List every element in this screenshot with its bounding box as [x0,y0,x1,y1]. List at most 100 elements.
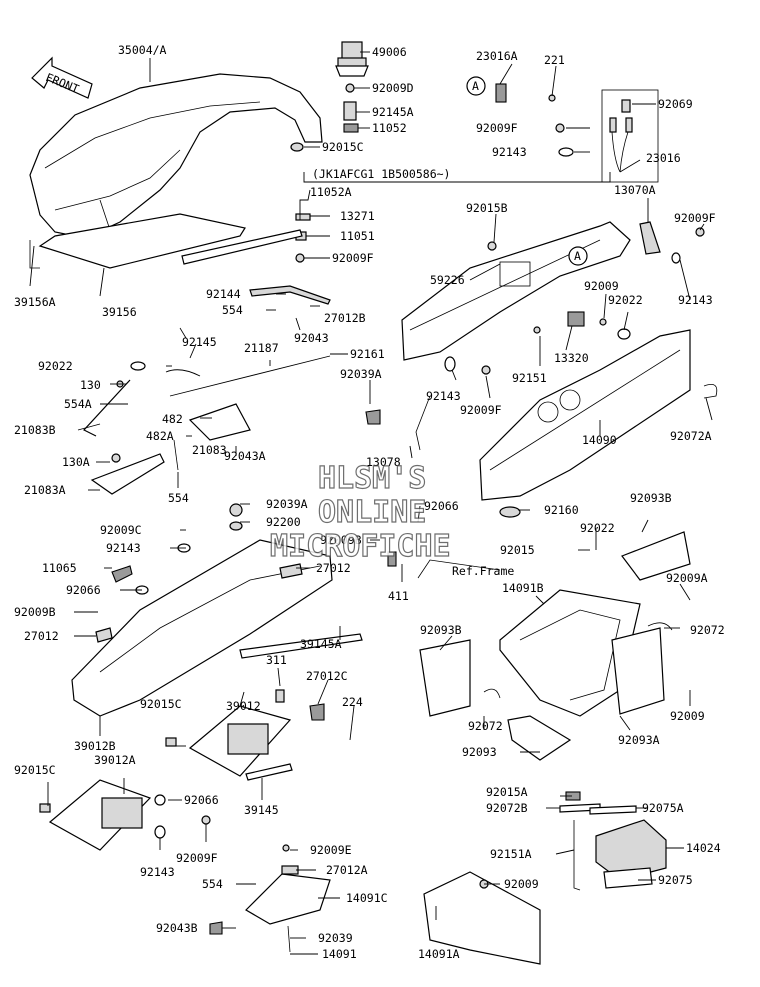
part-label: 92015C [322,140,364,154]
washer-92143-panel [444,356,456,372]
part-label: 13078 [366,455,401,469]
part-label: 92145A [372,105,414,119]
washer-92143-right [671,252,681,264]
part-label: 92015A [486,785,528,799]
rear-cover [29,73,323,239]
part-label: 92015 [500,543,535,557]
bracket-13271 [295,213,311,221]
part-label: 92043B [156,921,198,935]
part-label: 92009D [372,81,414,95]
spring-92145 [179,327,187,339]
part-label: 554 [222,303,243,317]
bracket-92093 [507,715,572,761]
part-label: 92009F [460,403,502,417]
part-label: 130A [62,455,90,469]
screw-92009f-panel [481,365,491,375]
harness-23016 [601,89,659,183]
rod-39145a [239,633,363,659]
part-label: 35004/A [118,43,167,57]
part-label: 92072A [670,429,712,443]
part-label: 14091A [418,947,460,961]
part-label: 92009B [320,533,362,547]
part-label: 14024 [686,841,721,855]
part-label: 92069 [658,97,693,111]
part-label: 11051 [340,229,375,243]
part-label: 27012 [24,629,59,643]
part-label: 92022 [608,293,643,307]
part-label: 39145 [244,803,279,817]
part-label: 14090 [582,433,617,447]
part-label: 92043 [294,331,329,345]
part-label: 554 [202,877,223,891]
tray-39012a [48,779,152,851]
part-label: 39156 [102,305,137,319]
bolt-92009d [345,83,355,93]
part-label: 92022 [580,521,615,535]
part-label: 92093A [618,733,660,747]
leader-lines [29,51,713,955]
battery-14024 [595,819,667,889]
part-label: 92075A [642,801,684,815]
clamp-92072a [703,383,718,399]
serial-note-text: (JK1AFCG1 1B500586~) [312,167,450,181]
part-label: 21083B [14,423,56,437]
rod-13078 [415,395,431,451]
part-label: 23016 [646,151,681,165]
relay-23016a: A [466,76,507,103]
knob-11065 [111,565,133,583]
part-label: 21083 [192,443,227,457]
tray-39012 [188,705,292,777]
part-label: 311 [266,653,287,667]
part-label: 27012A [326,863,368,877]
part-label: 14091B [502,581,544,595]
part-label: 92160 [544,503,579,517]
part-label: 92144 [206,287,241,301]
part-label: 92143 [106,541,141,555]
part-label: 92161 [350,347,385,361]
grommet-92015b [487,241,497,251]
part-label: 92072 [468,719,503,733]
washer-92022-left [130,361,146,371]
part-label: 554 [168,491,189,505]
watermark-line-1: HLSM'S [318,461,426,496]
screw-92009f [295,253,305,263]
screw-92151 [533,326,541,334]
dash-panel-59226: A [401,221,631,361]
watermark-line-2: ONLINE [318,495,426,530]
part-label: 92066 [424,499,459,513]
part-label: 92039A [340,367,382,381]
knob-92039a [365,409,381,425]
serial-note: (JK1AFCG1 1B500586~) [303,167,611,183]
housing-14091b [499,589,641,717]
part-label: 59226 [430,273,465,287]
part-label: 92200 [266,515,301,529]
grommet-92015c [290,142,304,152]
cable-21187 [165,355,331,397]
part-label: 11052 [372,121,407,135]
knob-92043b [209,921,223,935]
part-label: 92009E [310,843,352,857]
clip-11052 [343,123,359,133]
knob-92039 [287,925,291,953]
rod-39145 [245,763,293,781]
part-label: 92093B [630,491,672,505]
part-label: 92072 [690,623,725,637]
part-label: 49006 [372,45,407,59]
front-arrow: FRONT [31,56,93,99]
part-label: 92039 [318,931,353,945]
bracket-92093b-left [419,639,471,717]
grommet-92160 [499,506,521,518]
bracket-13070a [639,221,661,255]
part-label: 21187 [244,341,279,355]
band-92075a [589,805,637,815]
part-label: 92022 [38,359,73,373]
floor-mat [29,213,246,269]
grommet-92015c-mid [165,737,177,747]
part-label: 39012A [94,753,136,767]
arm-21083b [83,379,131,437]
knob-92039a-tray [229,503,243,517]
part-label: 21083A [24,483,66,497]
part-label: 482A [146,429,174,443]
bolt-92151a [573,820,581,891]
part-label: 13320 [554,351,589,365]
